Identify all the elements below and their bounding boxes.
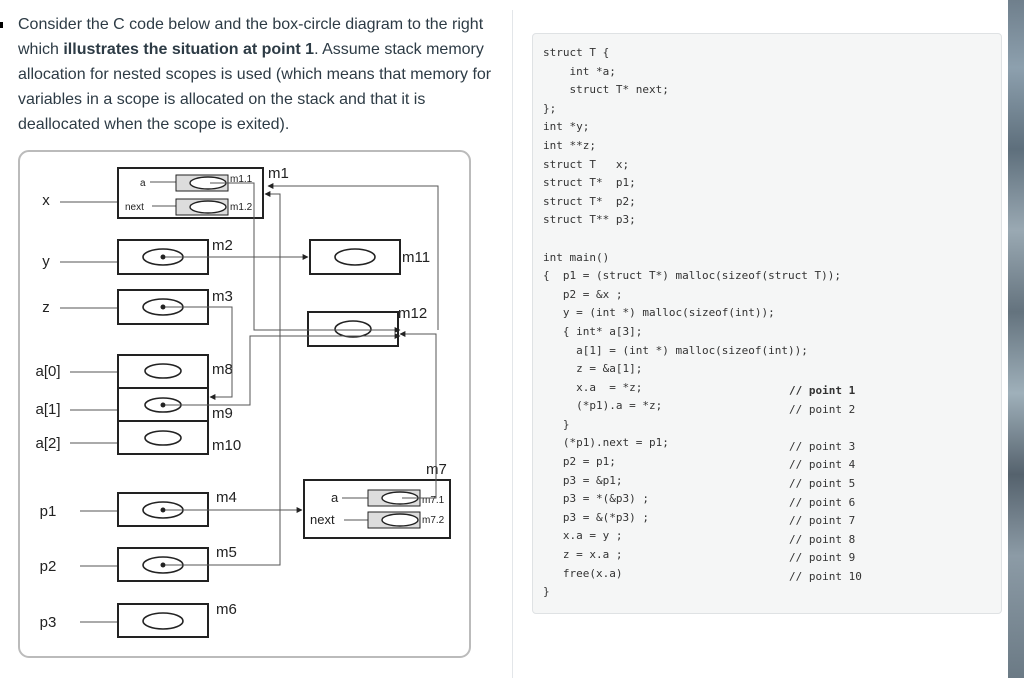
code-line: int main()	[543, 250, 610, 264]
code-comment: // point 1	[789, 384, 856, 397]
code-line: { int* a[3];	[543, 324, 643, 338]
code-line: struct T* p2;	[543, 194, 636, 208]
memory-label-m2: m2	[212, 237, 233, 254]
var-label-y: y	[42, 253, 50, 270]
edge-mark	[0, 22, 3, 28]
memory-label-m10: m10	[212, 437, 241, 454]
field-label-m1-a: a	[140, 178, 146, 189]
code-line: a[1] = (int *) malloc(sizeof(int));	[543, 343, 808, 357]
code-line: }	[543, 417, 570, 431]
code-comment: // point 9	[789, 551, 856, 565]
code-comment	[789, 419, 862, 438]
code-line: struct T* next;	[543, 83, 669, 97]
code-comment: // point 8	[789, 532, 856, 546]
code-comment: // point 2	[789, 402, 856, 416]
memory-box-m1: a next m1.1 m1.2 m1	[117, 165, 289, 219]
code-comment: // point 10	[789, 569, 862, 583]
code-line: z = x.a ;	[543, 548, 623, 562]
code-line	[543, 230, 841, 249]
var-label-a0: a[0]	[35, 363, 60, 380]
question-text-part-1: Consider the C code below and the box-ci…	[18, 16, 484, 58]
code-line: (*p1).next = p1;	[543, 436, 669, 450]
memory-label-m6: m6	[216, 601, 237, 618]
field-label-m7-next: next	[310, 512, 335, 527]
memory-label-m7-2: m7.2	[422, 515, 445, 526]
memory-box-m12: m12	[307, 305, 427, 347]
arrow-m1-a-to-m12	[210, 182, 401, 333]
code-line: int *y;	[543, 120, 590, 134]
code-line: x.a = *z;	[543, 380, 643, 394]
code-line: x.a = y ;	[543, 529, 623, 543]
memory-box-m6: m6	[117, 601, 237, 638]
code-panel: struct T { int *a; struct T* next;}; int …	[532, 33, 1002, 614]
memory-label-m4: m4	[216, 489, 237, 506]
code-line: int *a;	[543, 64, 616, 78]
var-label-a2: a[2]	[35, 435, 60, 452]
memory-label-m1-2: m1.2	[230, 202, 253, 213]
field-label-m1-next: next	[125, 202, 144, 213]
code-line: struct T** p3;	[543, 213, 636, 227]
arrow-top-loop-to-m1	[267, 183, 439, 330]
code-line: (*p1).a = *z;	[543, 399, 663, 413]
code-line: y = (int *) malloc(sizeof(int));	[543, 306, 775, 320]
var-label-p1: p1	[40, 503, 57, 520]
code-line: int **z;	[543, 138, 596, 152]
code-comment: // point 5	[789, 476, 856, 490]
code-comment: // point 7	[789, 514, 856, 528]
var-label-x: x	[42, 192, 50, 209]
question-text: Consider the C code below and the box-ci…	[18, 12, 508, 137]
memory-label-m7-1: m7.1	[422, 495, 445, 506]
column-divider	[512, 10, 513, 678]
memory-box-m7: m7 a next m7.1 m7.2	[303, 461, 451, 539]
var-label-z: z	[42, 299, 50, 316]
code-comments: // point 1 // point 2 // point 3 // point …	[789, 382, 862, 587]
code-line: struct T* p1;	[543, 176, 636, 190]
left-window-edge	[0, 0, 4, 678]
var-label-p2: p2	[40, 558, 57, 575]
code-line: p3 = &p1;	[543, 473, 623, 487]
var-label-a1: a[1]	[35, 401, 60, 418]
memory-label-m1-1: m1.1	[230, 174, 253, 185]
code-line: p3 = *(&p3) ;	[543, 492, 649, 506]
code-comment: // point 6	[789, 495, 856, 509]
field-label-m7-a: a	[331, 490, 339, 505]
question-bold-text: illustrates the situation at point 1	[63, 41, 315, 58]
question-text-part-2: . Assume stack memory allocation for nes…	[18, 41, 492, 133]
arrow-z-to-a1	[165, 306, 233, 400]
code-comment: // point 3	[789, 439, 856, 453]
code-block: struct T { int *a; struct T* next;}; int …	[543, 44, 841, 602]
memory-label-m5: m5	[216, 544, 237, 561]
memory-box-m11: m11	[309, 239, 430, 275]
diagram-frame	[18, 150, 471, 658]
code-comment: // point 4	[789, 458, 856, 472]
arrow-a1-to-m12	[165, 333, 401, 406]
memory-box-array-a: m8 m9 m10	[117, 354, 241, 455]
memory-label-m3: m3	[212, 288, 233, 305]
memory-box-m4: m4	[117, 489, 237, 527]
code-line: p2 = p1;	[543, 455, 616, 469]
code-line: p3 = &(*p3) ;	[543, 510, 649, 524]
code-line: }	[543, 585, 550, 599]
memory-label-m12: m12	[398, 305, 427, 322]
arrow-p2-to-m1	[165, 191, 281, 566]
memory-label-m1: m1	[268, 165, 289, 182]
memory-label-m8: m8	[212, 361, 233, 378]
code-line: };	[543, 101, 557, 115]
arrow-m7-a-to-m12	[399, 331, 437, 499]
right-window-edge	[1008, 0, 1024, 678]
code-line: struct T x;	[543, 157, 630, 171]
code-line: struct T {	[543, 46, 610, 59]
memory-label-m9: m9	[212, 405, 233, 422]
code-line: { p1 = (struct T*) malloc(sizeof(struct …	[543, 269, 842, 283]
code-line: z = &a[1];	[543, 362, 643, 376]
memory-label-m11: m11	[402, 249, 430, 266]
var-label-p3: p3	[40, 614, 57, 631]
code-line: free(x.a)	[543, 566, 623, 580]
code-line: p2 = &x ;	[543, 287, 623, 301]
box-circle-diagram: x y z a[0] a[1] a[2] p1 p2 p3 a next m1.…	[18, 150, 471, 658]
